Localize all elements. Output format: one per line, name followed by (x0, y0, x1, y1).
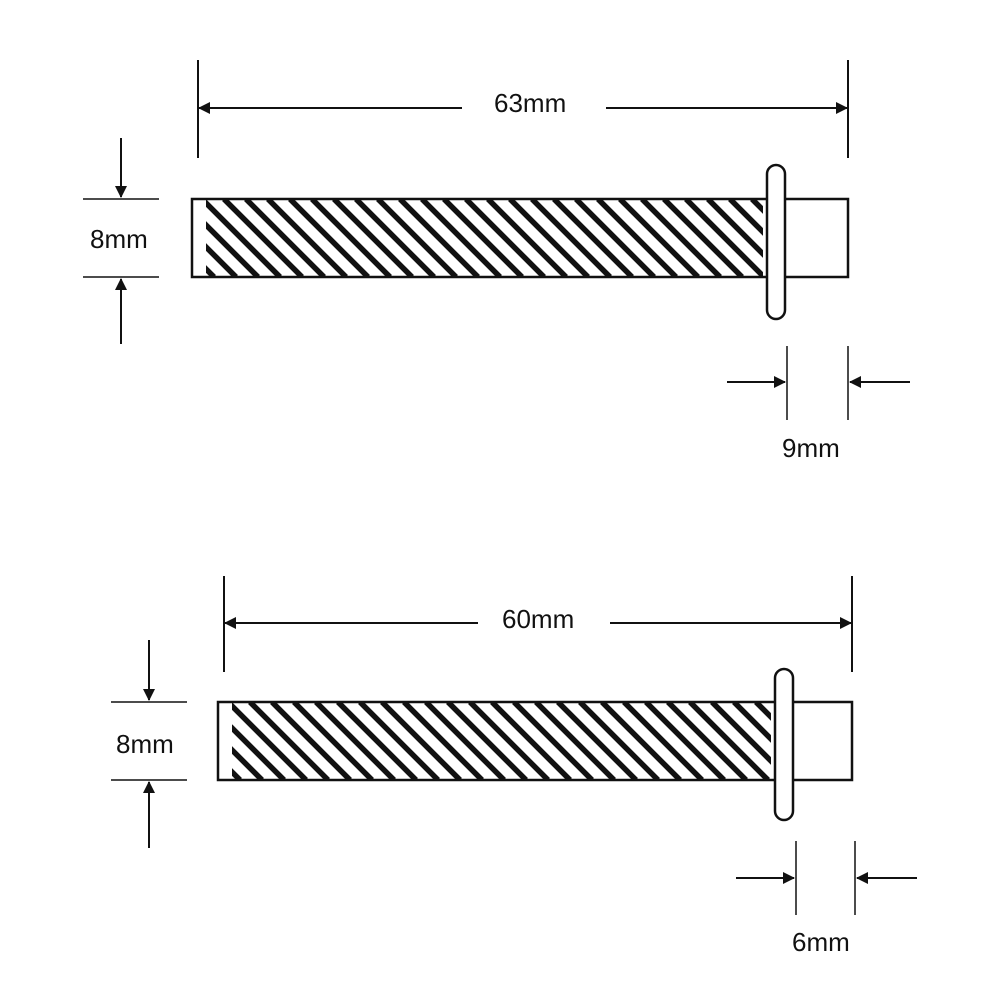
upper-thread-line (596, 200, 678, 276)
upper-thread-line (266, 200, 348, 276)
upper-diameter-label: 8mm (90, 224, 148, 254)
lower-thread-line (490, 703, 572, 779)
lower-thread-line (336, 703, 418, 779)
upper-thread-line (706, 200, 763, 258)
lower-thread-line (644, 703, 726, 779)
lower-diameter-label: 8mm (116, 729, 174, 759)
upper-thread-line (376, 200, 458, 276)
lower-thread-line (534, 703, 616, 779)
upper-tip-label: 9mm (782, 433, 840, 463)
upper-thread-line (530, 200, 612, 276)
upper-thread-line (640, 200, 722, 276)
upper-thread-line (442, 200, 524, 276)
lower-tip-label: 6mm (792, 927, 850, 957)
upper-thread-line (206, 243, 238, 276)
lower-length-label: 60mm (502, 604, 575, 634)
lower-thread-line (402, 703, 484, 779)
lower-thread-line (232, 724, 286, 779)
lower-thread-line (556, 703, 638, 779)
upper-thread-line (354, 200, 436, 276)
lower-thread-line (666, 703, 748, 779)
upper-thread-line (288, 200, 370, 276)
lower-thread-line (232, 746, 264, 779)
upper-thread-line (222, 200, 304, 276)
lower-thread-line (270, 703, 352, 779)
upper-thread-line (552, 200, 634, 276)
lower-collar-ring (773, 667, 795, 822)
lower-thread-line (468, 703, 550, 779)
lower-thread-line (358, 703, 440, 779)
upper-length-label: 63mm (494, 88, 567, 118)
upper-thread-line (684, 200, 763, 276)
lower-thread-line (732, 703, 771, 743)
lower-thread-line (578, 703, 660, 779)
lower-thread-line (380, 703, 462, 779)
upper-thread-line (420, 200, 502, 276)
upper-thread-line (244, 200, 326, 276)
upper-thread-line (662, 200, 744, 276)
lower-thread-line (622, 703, 704, 779)
lower-thread-line (512, 703, 594, 779)
upper-thread-line (618, 200, 700, 276)
upper-thread-line (206, 221, 260, 276)
upper-thread-line (332, 200, 414, 276)
upper-thread-line (398, 200, 480, 276)
upper-thread-hatching (206, 200, 763, 276)
upper-thread-line (728, 200, 763, 236)
lower-thread-line (248, 703, 330, 779)
lower-thread-line (446, 703, 528, 779)
upper-thread-line (486, 200, 568, 276)
lower-thread-line (314, 703, 396, 779)
lower-thread-hatching (232, 703, 771, 779)
upper-shaft-outline (190, 197, 850, 279)
upper-thread-line (508, 200, 590, 276)
upper-thread-line (464, 200, 546, 276)
upper-collar-ring (765, 163, 787, 321)
lower-thread-line (424, 703, 506, 779)
lower-thread-line (232, 703, 308, 779)
lower-thread-line (600, 703, 682, 779)
lower-thread-line (292, 703, 374, 779)
upper-thread-line (574, 200, 656, 276)
lower-thread-line (688, 703, 770, 779)
lower-thread-line (754, 703, 771, 721)
lower-thread-line (710, 703, 771, 765)
upper-thread-line (750, 200, 763, 214)
upper-thread-line (310, 200, 392, 276)
lower-shaft-outline (216, 700, 854, 782)
upper-thread-line (206, 200, 282, 276)
